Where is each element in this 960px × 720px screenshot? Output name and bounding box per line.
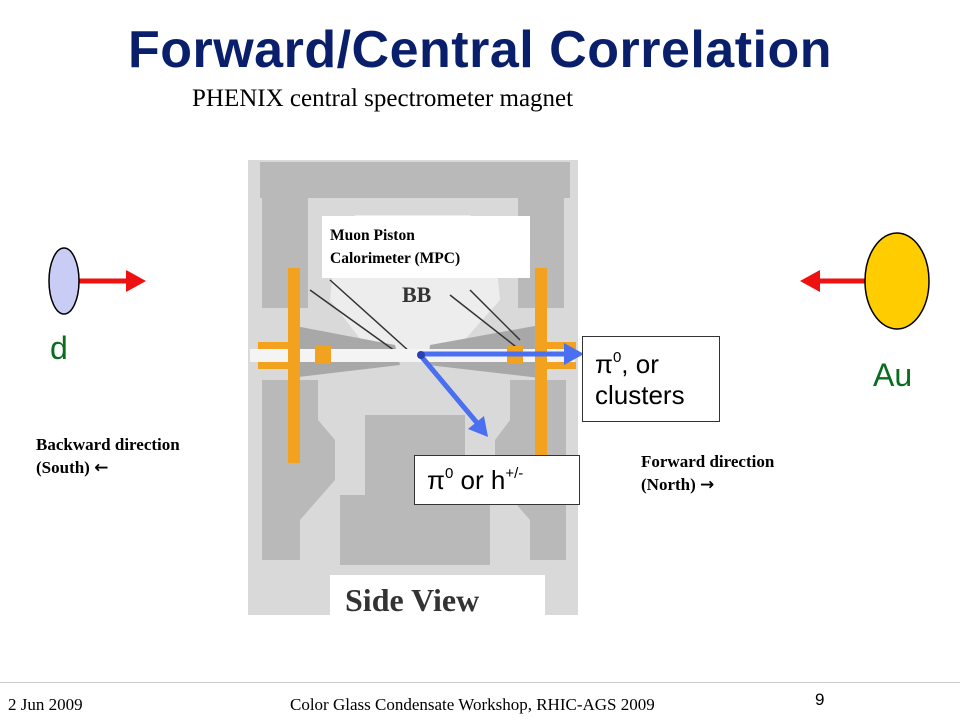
deuteron-arrow-head	[126, 270, 146, 292]
central-h-sup: +/-	[505, 465, 524, 482]
footer-divider	[0, 682, 960, 683]
gold-ellipse	[864, 232, 930, 330]
magnet-yoke	[260, 162, 570, 565]
bb-line-left2	[309, 289, 403, 357]
phenix-magnet-label: PHENIX central spectrometer magnet	[192, 85, 574, 112]
forward-box-text1: , or	[621, 349, 659, 379]
forward-box-text2: clusters	[595, 380, 685, 410]
left-arrow-icon: ←	[94, 458, 109, 478]
gold-arrow-head	[800, 270, 820, 292]
south-muon-tracker	[258, 268, 331, 463]
mpc-label: Muon Piston Calorimeter (MPC)	[322, 216, 530, 278]
central-box-text: or h	[453, 465, 506, 495]
backward-direction-label: Backward direction (South) ←	[36, 433, 180, 480]
forward-direction-label: Forward direction (North) →	[641, 450, 774, 497]
page-number: 9	[815, 690, 825, 709]
backward-line1: Backward direction	[36, 435, 180, 454]
slide-title: Forward/Central Correlation	[127, 21, 833, 79]
central-particle-arrow-head	[468, 416, 488, 437]
forward-particle-arrow-head	[564, 343, 584, 365]
bb-line-left1	[329, 279, 411, 353]
deuteron-label: d	[50, 330, 68, 366]
gold-label: Au	[873, 357, 913, 393]
mpc-label-line2: Calorimeter (MPC)	[330, 250, 461, 267]
forward-pi-sup: 0	[612, 349, 622, 366]
central-particle-arrow	[419, 354, 480, 426]
deuteron-ellipse	[48, 247, 80, 315]
bb-label: BB	[402, 282, 432, 307]
central-pi-symbol: π	[427, 465, 445, 495]
right-arrow-icon: →	[700, 475, 715, 495]
footer-conference: Color Glass Condensate Workshop, RHIC-AG…	[290, 695, 655, 714]
forward-line1: Forward direction	[641, 452, 775, 471]
backward-line2: (South)	[36, 458, 90, 477]
side-view-label: Side View	[345, 582, 479, 618]
central-pi0-box: π0 or h+/-	[414, 455, 580, 505]
bb-line-right2	[449, 294, 521, 351]
central-pi-sup: 0	[444, 465, 454, 482]
mpc-label-line1: Muon Piston	[330, 227, 415, 244]
footer-date: 2 Jun 2009	[8, 695, 83, 714]
collision-vertex	[417, 351, 425, 359]
forward-pi0-box: π0, or clusters	[582, 336, 720, 422]
forward-line2: (North)	[641, 475, 696, 494]
forward-pi-symbol: π	[595, 349, 613, 379]
bb-line-right1	[469, 289, 521, 341]
side-view-backdrop	[330, 575, 545, 623]
